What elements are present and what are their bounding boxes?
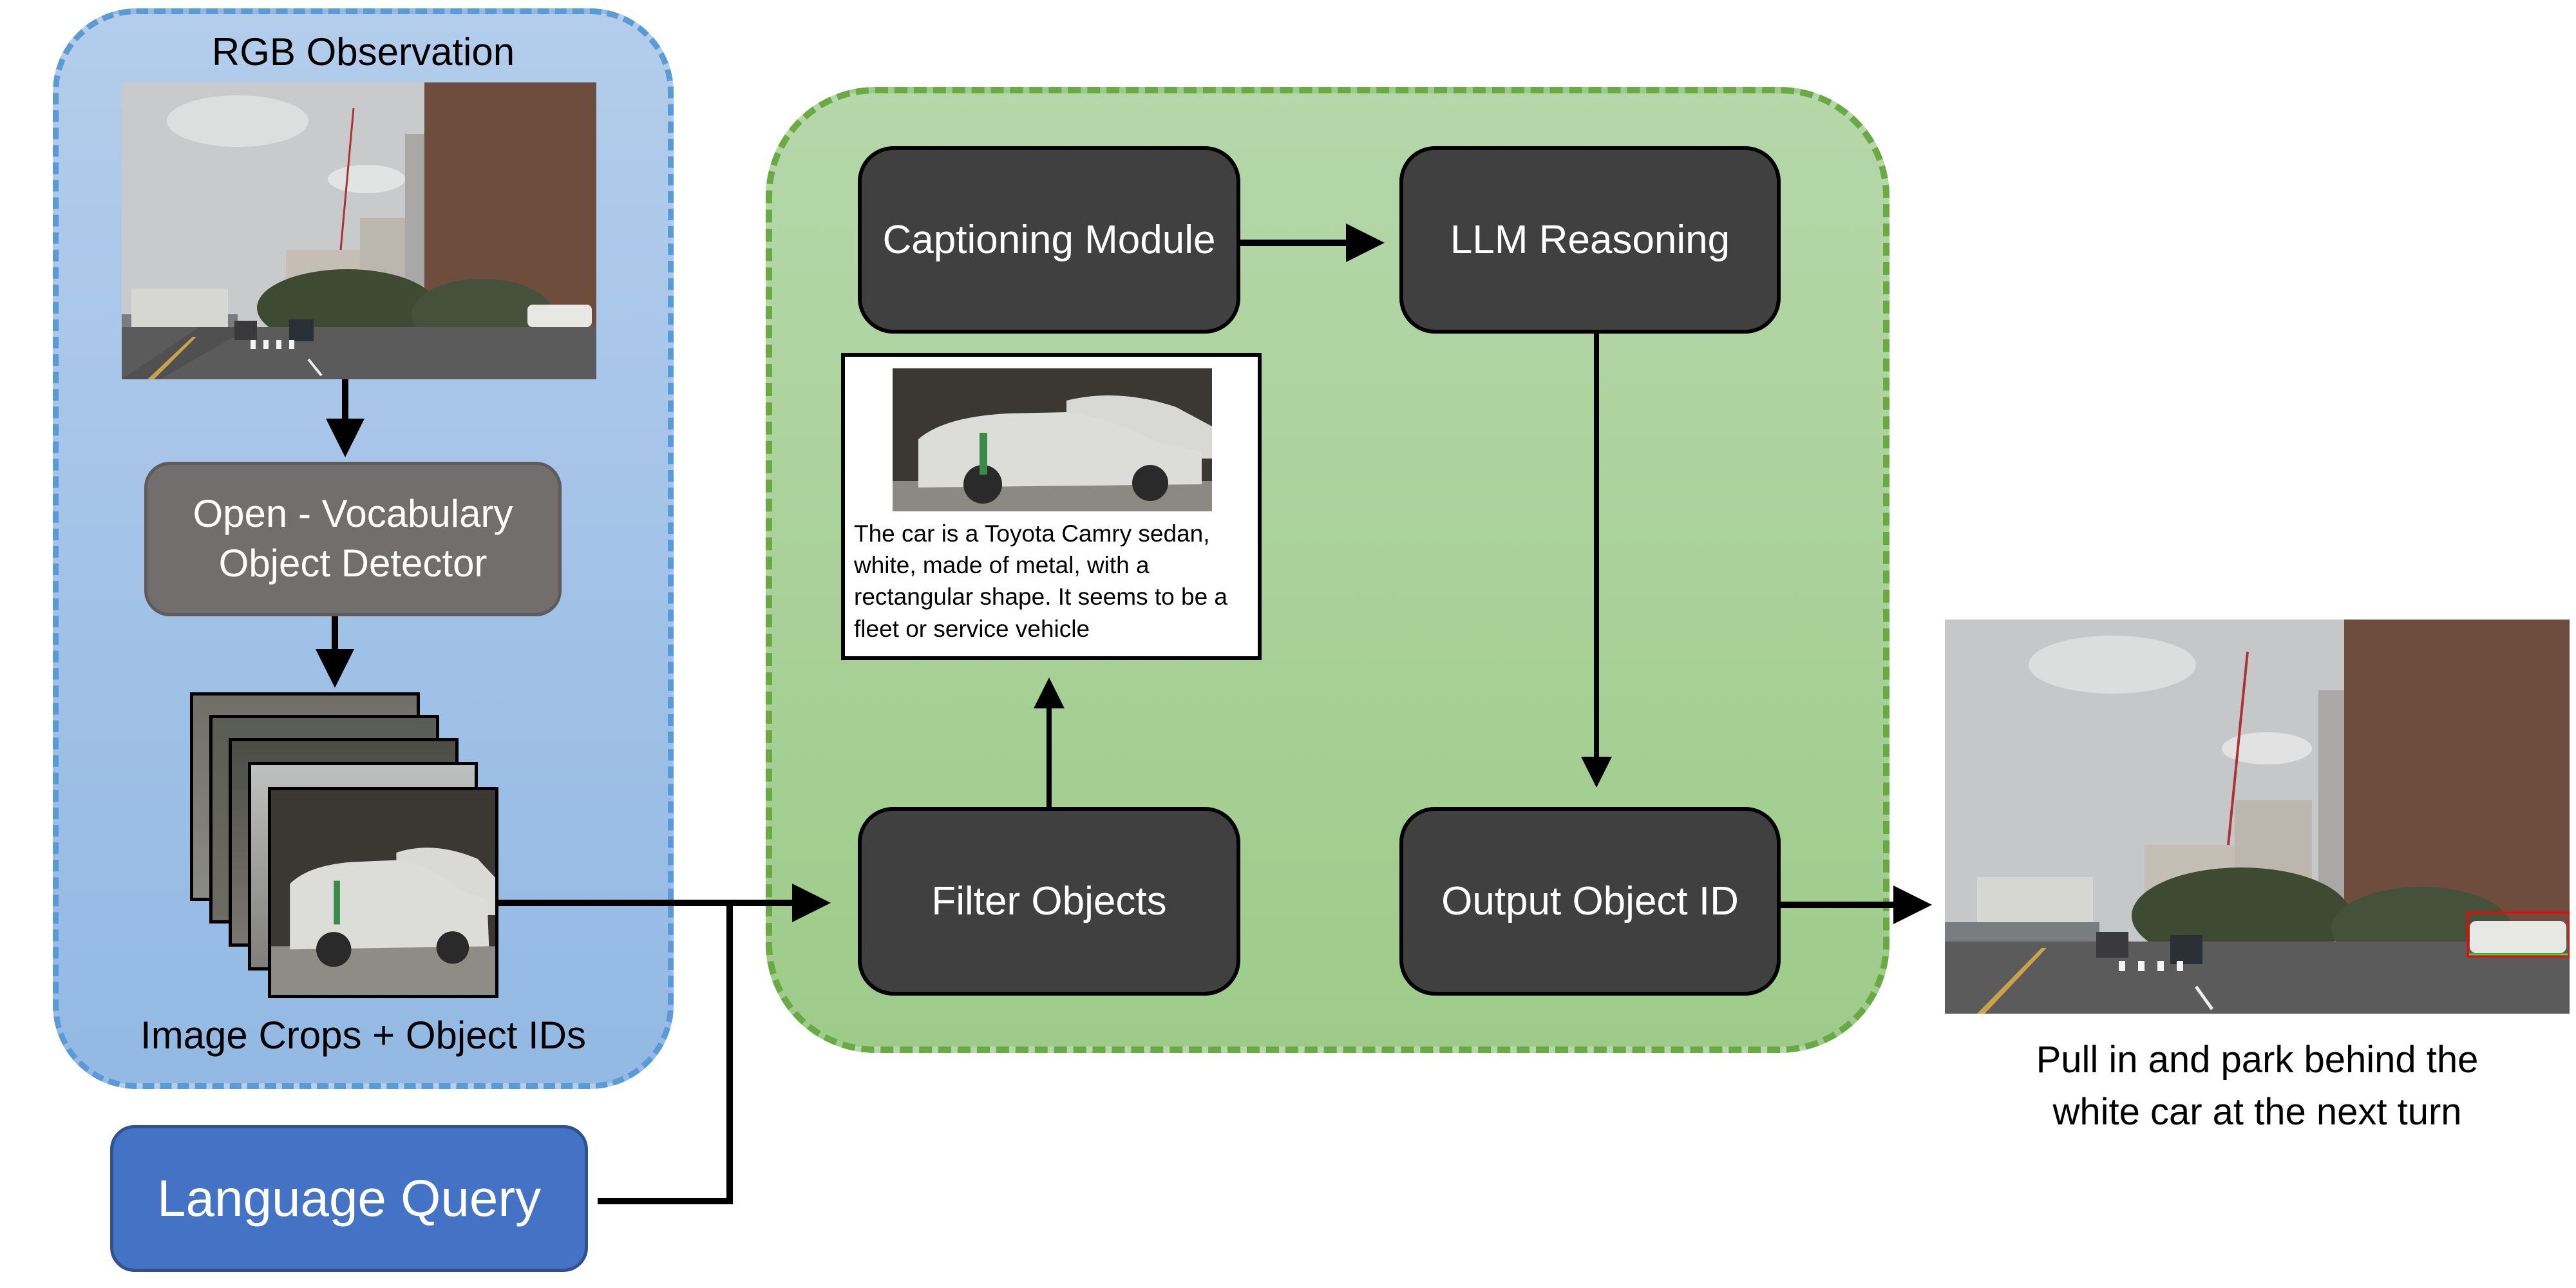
detector-label-line2: Object Detector [218,542,488,585]
output-object-id-node: Output Object ID [1399,807,1781,996]
detector-label-line1: Open - Vocabulary [193,492,513,536]
instruction-caption: Pull in and park behind the white car at… [1926,1034,2576,1138]
white-car-thumbnail [271,790,495,995]
caption-example-text: The car is a Toyota Camry sedan, white, … [854,520,1228,642]
instruction-line2: white car at the next turn [2052,1091,2462,1133]
caption-example-card: The car is a Toyota Camry sedan, white, … [841,353,1262,660]
instruction-line1: Pull in and park behind the [2036,1039,2479,1081]
street-scene-with-detection [1945,620,2570,1014]
crops-label: Image Crops + Object IDs [140,1014,586,1057]
output-object-id-label: Output Object ID [1441,879,1739,923]
captioning-module-node: Captioning Module [858,146,1240,334]
captioning-module-label: Captioning Module [882,218,1216,262]
caption-car-image [893,368,1212,511]
filter-objects-label: Filter Objects [931,879,1167,923]
llm-reasoning-label: LLM Reasoning [1450,218,1730,262]
rgb-observation-image [122,82,596,379]
white-car-crop [893,368,1212,511]
result-image [1945,620,2570,1014]
llm-reasoning-node: LLM Reasoning [1399,146,1781,334]
detection-box [2467,911,2570,958]
image-crop-white-car [268,787,498,998]
object-detector-node: Open - Vocabulary Object Detector [144,462,562,616]
rgb-observation-title: RGB Observation [211,30,515,73]
language-query-node: Language Query [110,1125,588,1272]
language-query-label: Language Query [156,1170,541,1227]
street-scene-photo [122,82,596,379]
filter-objects-node: Filter Objects [858,807,1240,996]
